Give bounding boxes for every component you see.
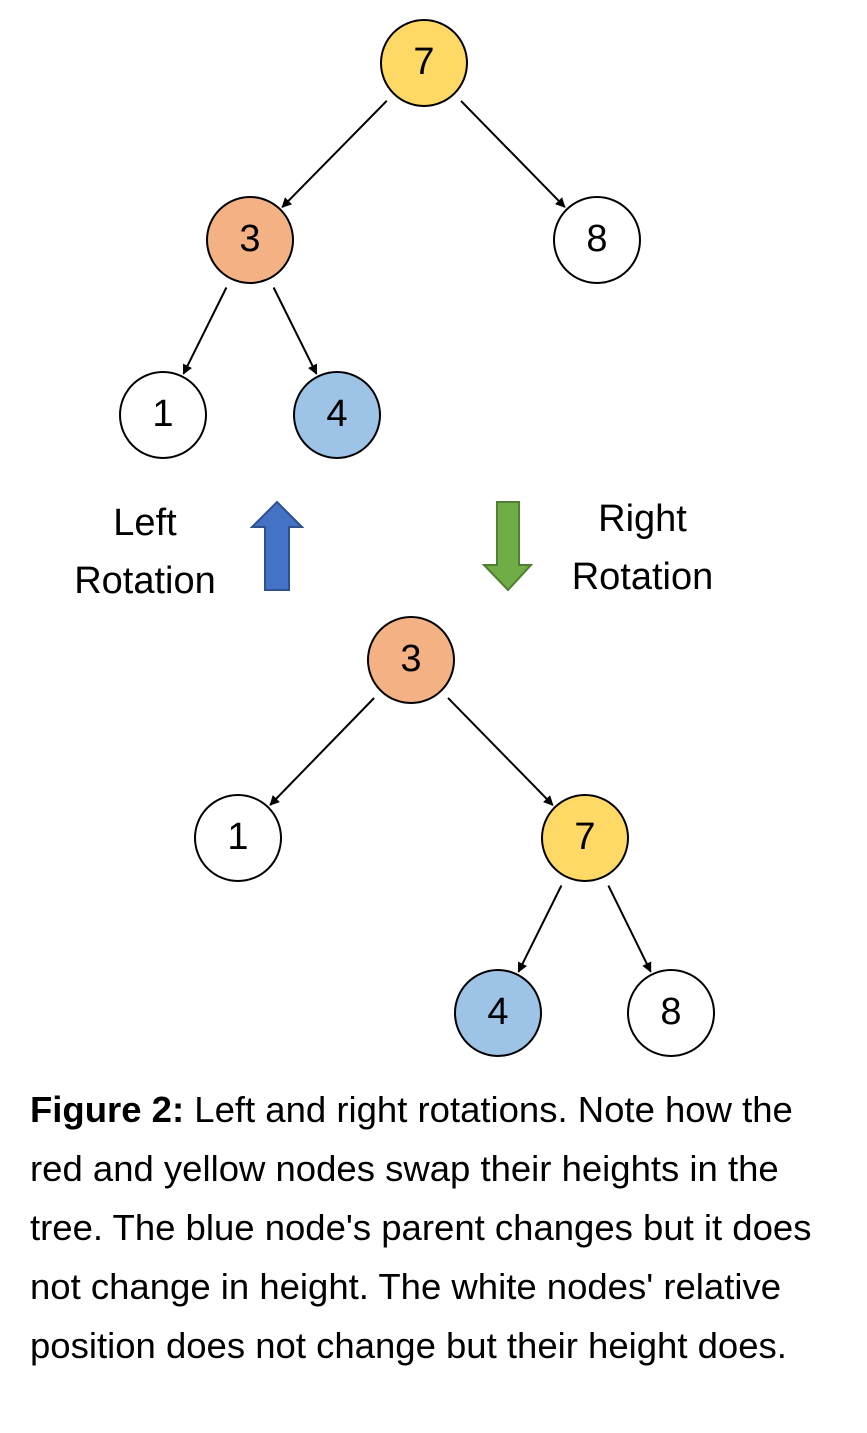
left-rotation-line1: Left	[113, 502, 177, 544]
node-circle	[553, 196, 641, 284]
node-b7: 7	[541, 794, 629, 882]
edge-b3-b7	[447, 697, 554, 806]
node-label: 3	[400, 638, 421, 680]
node-circle	[367, 616, 455, 704]
node-circle	[119, 371, 207, 459]
edge-t3-t4	[272, 287, 318, 375]
node-b4: 4	[454, 969, 542, 1057]
node-t7: 7	[380, 19, 468, 107]
node-circle	[380, 19, 468, 107]
edge-t3-t1	[182, 287, 228, 375]
node-t8: 8	[553, 196, 641, 284]
left-rotation-label: Left Rotation	[50, 494, 240, 610]
node-label: 1	[152, 393, 173, 435]
node-label: 7	[413, 41, 434, 83]
edge-t7-t3	[281, 100, 388, 208]
node-b1: 1	[194, 794, 282, 882]
right-rotation-line1: Right	[598, 498, 687, 540]
node-circle	[541, 794, 629, 882]
node-t4: 4	[293, 371, 381, 459]
up-arrow-icon	[249, 500, 305, 591]
node-circle	[194, 794, 282, 882]
edge-b7-b4	[517, 885, 563, 973]
node-circle	[293, 371, 381, 459]
rotation-diagram: 7 3 8 1 4 3 1 7 4 8	[119, 19, 715, 1057]
edge-b7-b8	[607, 885, 652, 973]
node-label: 4	[326, 393, 347, 435]
node-label: 3	[239, 218, 260, 260]
edge-b3-b1	[269, 697, 375, 806]
node-b8: 8	[627, 969, 715, 1057]
node-label: 8	[586, 218, 607, 260]
caption-text: Left and right rotations. Note how the r…	[30, 1089, 812, 1366]
node-label: 1	[227, 816, 248, 858]
right-rotation-label: Right Rotation	[545, 490, 740, 606]
node-b3: 3	[367, 616, 455, 704]
right-rotation-line2: Rotation	[571, 556, 714, 598]
edges	[182, 100, 652, 973]
node-label: 8	[660, 991, 681, 1033]
node-label: 7	[574, 816, 595, 858]
caption-label: Figure 2:	[30, 1089, 185, 1130]
node-t3: 3	[206, 196, 294, 284]
node-t1: 1	[119, 371, 207, 459]
nodes: 7 3 8 1 4 3 1 7 4 8	[119, 19, 715, 1057]
edge-t7-t8	[460, 100, 566, 208]
left-rotation-line2: Rotation	[74, 560, 216, 602]
node-circle	[627, 969, 715, 1057]
node-circle	[454, 969, 542, 1057]
down-arrow-icon	[481, 501, 534, 592]
node-circle	[206, 196, 294, 284]
node-label: 4	[487, 991, 508, 1033]
figure-caption: Figure 2: Left and right rotations. Note…	[30, 1080, 845, 1375]
